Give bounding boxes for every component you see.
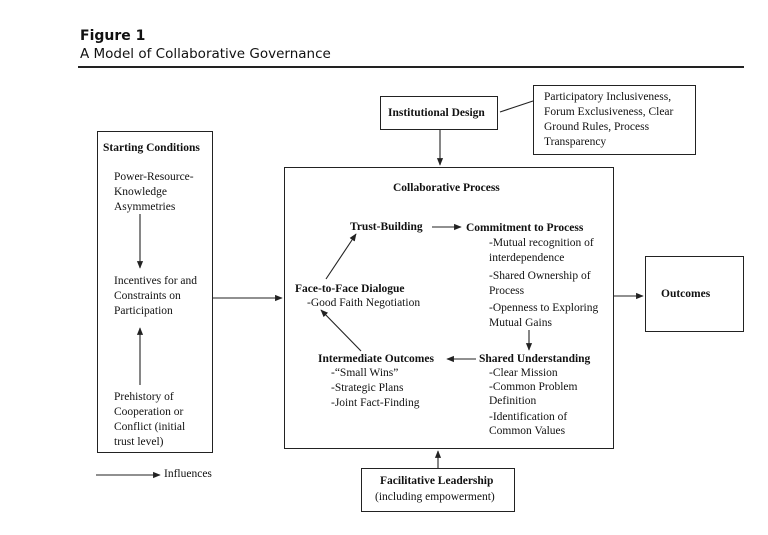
asymmetries-line: Power-Resource-	[114, 171, 194, 183]
prehistory-line: Cooperation or	[114, 406, 184, 418]
trust-building-label: Trust-Building	[350, 221, 423, 233]
institutional-detail-line: Forum Exclusiveness, Clear	[544, 106, 674, 118]
understanding-item: Common Values	[489, 425, 566, 437]
starting-conditions-title: Starting Conditions	[103, 142, 200, 154]
outcomes-box	[645, 256, 744, 332]
intermediate-item: -“Small Wins”	[331, 367, 399, 379]
collaborative-process-box	[284, 167, 614, 449]
asymmetries-line: Knowledge	[114, 186, 168, 198]
prehistory-line: Prehistory of	[114, 391, 174, 403]
figure-title: A Model of Collaborative Governance	[80, 46, 331, 62]
dialogue-item: -Good Faith Negotiation	[307, 297, 421, 309]
understanding-item: -Identification of	[489, 411, 568, 423]
institutional-design-details-box	[533, 85, 696, 155]
institutional-design-box	[380, 96, 498, 130]
collaborative-process-title: Collaborative Process	[393, 182, 500, 194]
incentives-line: Participation	[114, 305, 173, 317]
legend-influences-label: Influences	[164, 468, 212, 480]
incentives-line: Constraints on	[114, 290, 181, 302]
commitment-item: -Mutual recognition of	[489, 237, 594, 249]
commitment-item: Mutual Gains	[489, 317, 552, 329]
dialogue-title: Face-to-Face Dialogue	[295, 283, 405, 295]
commitment-item: interdependence	[489, 252, 565, 264]
understanding-item: -Common Problem	[489, 381, 578, 393]
outcomes-title: Outcomes	[661, 288, 711, 300]
arrow-dialogue-to-trust	[325, 233, 357, 280]
intermediate-outcomes-title: Intermediate Outcomes	[318, 353, 434, 365]
institutional-detail-line: Ground Rules, Process	[544, 121, 650, 133]
commitment-item: -Openness to Exploring	[489, 302, 599, 314]
institutional-detail-line: Transparency	[544, 136, 607, 148]
intermediate-item: -Joint Fact-Finding	[331, 397, 420, 409]
header-rule	[78, 66, 744, 68]
arrow-intermediate-to-dialogue	[320, 309, 362, 352]
incentives-line: Incentives for and	[114, 275, 198, 287]
understanding-item: -Clear Mission	[489, 367, 558, 379]
shared-understanding-title: Shared Understanding	[479, 353, 591, 365]
intermediate-item: -Strategic Plans	[331, 382, 404, 394]
starting-conditions-box	[97, 131, 213, 453]
facilitative-leadership-title: Facilitative Leadership	[380, 475, 494, 487]
commitment-item: Process	[489, 285, 525, 297]
commitment-title: Commitment to Process	[466, 222, 584, 234]
commitment-item: -Shared Ownership of	[489, 270, 591, 282]
institutional-detail-line: Participatory Inclusiveness,	[544, 91, 672, 103]
figure-label: Figure 1	[80, 28, 146, 44]
facilitative-leadership-box	[361, 468, 515, 512]
prehistory-line: Conflict (initial	[114, 421, 186, 433]
prehistory-line: trust level)	[114, 436, 164, 448]
facilitative-leadership-subtitle: (including empowerment)	[375, 491, 495, 503]
understanding-item: Definition	[489, 395, 537, 407]
institutional-design-title: Institutional Design	[388, 107, 485, 119]
arrow-details-to-institutional	[499, 100, 534, 113]
asymmetries-line: Asymmetries	[114, 201, 176, 213]
